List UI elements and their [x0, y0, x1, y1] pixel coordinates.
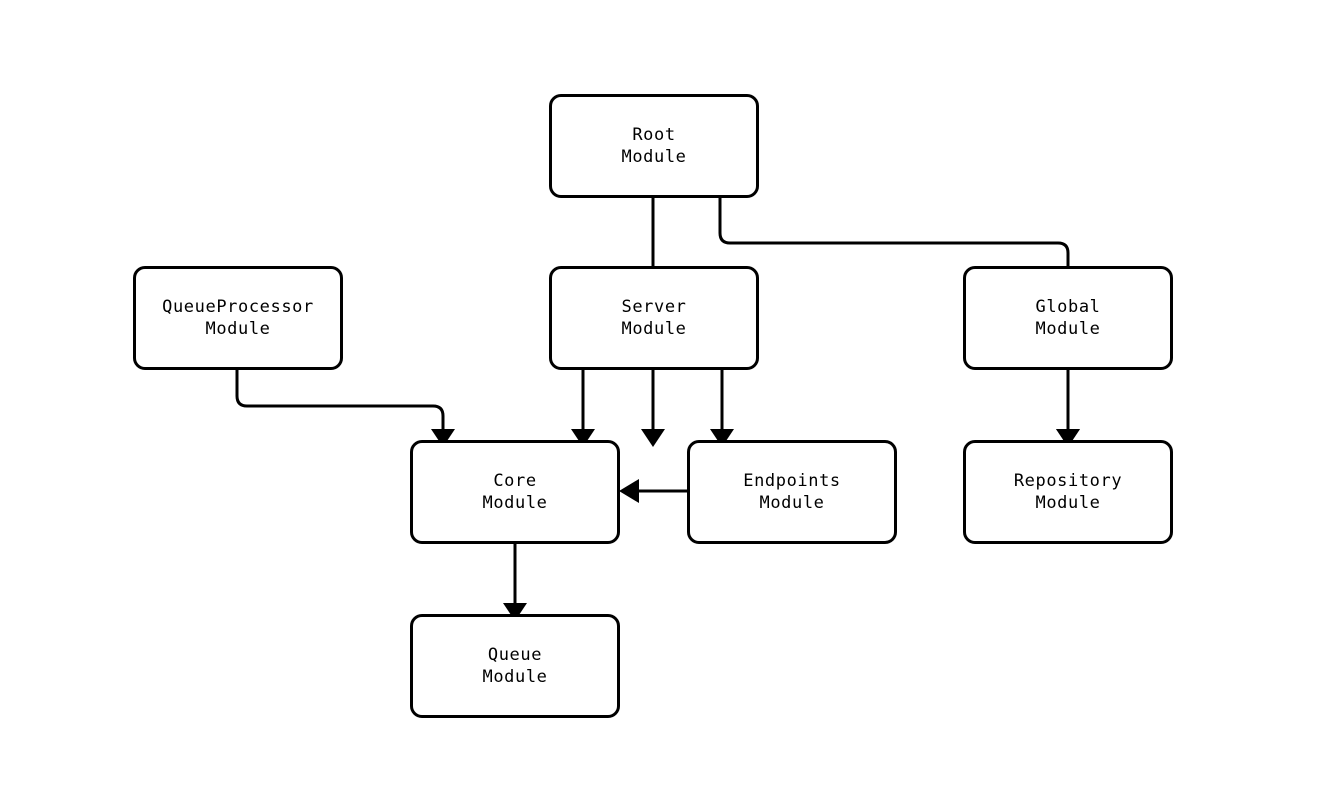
node-server-label: Server Module — [621, 297, 687, 339]
node-queueprocessor[interactable]: QueueProcessor Module — [133, 266, 343, 370]
node-root[interactable]: Root Module — [549, 94, 759, 198]
arrowhead-core-to-queue — [503, 603, 527, 621]
node-core[interactable]: Core Module — [410, 440, 620, 544]
node-queue-label: Queue Module — [482, 645, 548, 687]
arrowhead-queueprocessor-to-core — [431, 429, 455, 447]
edge-root-to-global — [718, 198, 1070, 430]
node-repository[interactable]: Repository Module — [963, 440, 1173, 544]
node-server[interactable]: Server Module — [549, 266, 759, 370]
node-root-label: Root Module — [621, 125, 687, 167]
arrowhead-endpoints-to-core — [619, 479, 639, 503]
arrowhead-server-to-endpoints — [710, 429, 734, 447]
node-queueprocessor-label: QueueProcessor Module — [162, 297, 314, 339]
arrowhead-global-to-repository — [1056, 429, 1080, 447]
arrowhead-server-to-core — [571, 429, 595, 447]
node-repository-label: Repository Module — [1013, 471, 1123, 513]
node-global[interactable]: Global Module — [963, 266, 1173, 370]
arrowhead-root-to-server — [641, 429, 665, 447]
node-global-label: Global Module — [1035, 297, 1101, 339]
node-endpoints-label: Endpoints Module — [743, 471, 841, 513]
node-endpoints[interactable]: Endpoints Module — [687, 440, 897, 544]
node-core-label: Core Module — [482, 471, 548, 513]
node-queue[interactable]: Queue Module — [410, 614, 620, 718]
edge-queueprocessor-to-core — [235, 370, 445, 430]
